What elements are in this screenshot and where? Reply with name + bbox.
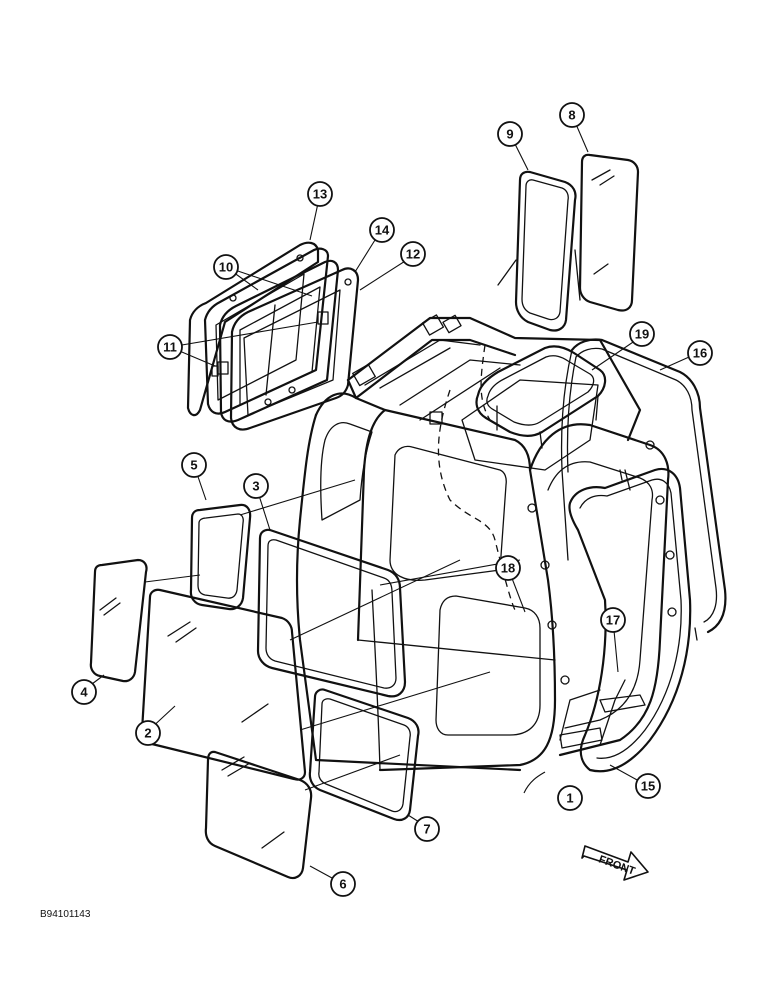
right-rear-seal — [560, 338, 727, 641]
svg-text:17: 17 — [606, 613, 620, 628]
callout-4: 4 — [71, 679, 97, 705]
rear-upper-seal — [497, 170, 581, 332]
callout-11: 11 — [157, 334, 183, 360]
svg-text:12: 12 — [406, 247, 420, 262]
callout-1: 1 — [557, 785, 583, 811]
svg-text:14: 14 — [375, 223, 390, 238]
callout-7: 7 — [414, 816, 440, 842]
cab-frame — [295, 314, 677, 772]
rear-upper-glass — [578, 153, 640, 312]
figure-code: B94101143 — [40, 909, 91, 920]
callout-3: 3 — [243, 473, 269, 499]
callout-12: 12 — [400, 241, 426, 267]
svg-text:10: 10 — [219, 260, 233, 275]
svg-text:5: 5 — [190, 458, 197, 473]
left-sliding-window-assembly — [186, 241, 360, 431]
svg-text:3: 3 — [252, 479, 259, 494]
svg-text:18: 18 — [501, 561, 515, 576]
callout-17: 17 — [600, 607, 626, 633]
svg-text:2: 2 — [144, 726, 151, 741]
left-upper-small-glass-4 — [89, 558, 148, 683]
svg-text:1: 1 — [566, 791, 573, 806]
roof-hatch-seal — [475, 345, 607, 449]
callout-18: 18 — [495, 555, 521, 581]
large-side-seal-3 — [256, 528, 407, 698]
callout-8: 8 — [559, 102, 585, 128]
callout-15: 15 — [635, 773, 661, 799]
svg-text:16: 16 — [693, 346, 707, 361]
left-small-seal-5 — [189, 503, 252, 611]
callout-9: 9 — [497, 121, 523, 147]
callout-13: 13 — [307, 181, 333, 207]
callout-14: 14 — [369, 217, 395, 243]
svg-text:6: 6 — [339, 877, 346, 892]
svg-text:7: 7 — [423, 822, 430, 837]
right-door-seal — [568, 467, 692, 773]
svg-text:15: 15 — [641, 779, 655, 794]
callout-19: 19 — [629, 321, 655, 347]
callout-2: 2 — [135, 720, 161, 746]
callout-5: 5 — [181, 452, 207, 478]
large-side-glass-2 — [140, 588, 307, 781]
svg-text:11: 11 — [163, 340, 177, 355]
callout-6: 6 — [330, 871, 356, 897]
front-arrow: FRONT — [581, 845, 649, 881]
svg-text:4: 4 — [80, 685, 88, 700]
callout-10: 10 — [213, 254, 239, 280]
svg-text:19: 19 — [635, 327, 649, 342]
svg-text:8: 8 — [568, 108, 575, 123]
explosion-lines — [144, 479, 521, 791]
lower-side-glass-6 — [204, 750, 313, 880]
callouts: 1 2 3 4 5 6 7 8 9 10 11 12 13 14 15 16 1… — [71, 102, 713, 897]
svg-text:13: 13 — [313, 187, 327, 202]
callout-16: 16 — [687, 340, 713, 366]
svg-text:9: 9 — [506, 127, 513, 142]
lower-side-seal-7 — [308, 688, 420, 822]
